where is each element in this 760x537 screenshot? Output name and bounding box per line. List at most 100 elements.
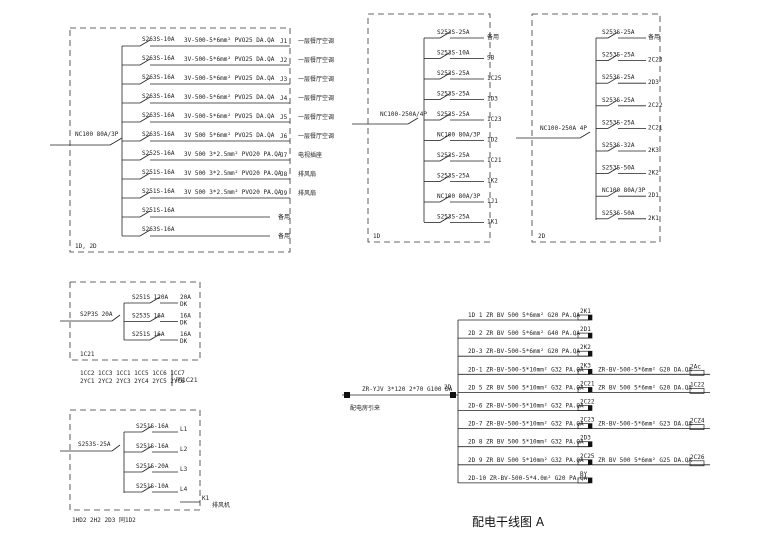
box-id: 2C23: [580, 417, 595, 424]
circuit-id: 2K1: [648, 215, 659, 222]
breaker-label: S253S-50A: [602, 165, 635, 172]
breaker-label: NC100 80A/3P: [437, 193, 481, 200]
branch-cable-spec: ZR BV 500 5*6mm² G25 DA.QA: [598, 457, 692, 464]
breaker-label: S253S-32A: [602, 142, 635, 149]
breaker-label: S263S-10A: [142, 36, 175, 43]
branch-box-id: 2Ac: [690, 363, 701, 370]
source-cable: ZR-YJV 3*120 2*70 G100 DA: [362, 386, 453, 393]
panel-boundary: [69, 27, 291, 253]
breaker-switch: [139, 58, 151, 66]
cable-spec: 2D 8 ZR BV 500 5*10mm² G32 PA.QA: [468, 439, 584, 446]
outlet-tag: DK: [180, 320, 188, 327]
source-tag: 2D: [444, 384, 452, 391]
breaker-switch: [141, 485, 153, 493]
breaker-switch: [439, 216, 451, 223]
circuit-id: 1C25: [487, 75, 502, 82]
circuit-id: L4: [180, 486, 188, 493]
breaker-label: S253S-25A: [437, 91, 470, 98]
box-terminal: [588, 423, 592, 429]
extra-circuit: K1: [202, 495, 210, 502]
breaker-switch: [607, 212, 619, 220]
panel-footer: 1D: [373, 233, 381, 240]
load-name: 一层餐厅空调: [298, 37, 334, 45]
breaker-switch: [439, 52, 451, 59]
breaker-switch: [439, 31, 451, 39]
breaker-switch: [607, 76, 619, 84]
cable-spec: 3V-500-5*6mm² PVO25 DA.QA: [184, 94, 275, 101]
cable-spec: 3V-500-5*6mm² PVO25 DA.QA: [184, 37, 275, 44]
box-id: 2C22: [580, 399, 595, 406]
outgoing-circuits: S253S-25A备用S253S-10ASBS253S-25A1C25S253S…: [424, 29, 502, 226]
incomer-label: S253S-25A: [78, 441, 111, 448]
breaker-label: S251S-16A: [136, 443, 169, 450]
breaker-switch: [607, 99, 619, 107]
breaker-label: S263S-16A: [142, 55, 175, 62]
incomer-label: NC100 80A/3P: [75, 131, 119, 138]
incomer-switch: [111, 444, 121, 452]
breaker-switch: [439, 175, 451, 182]
load-name: 一层餐厅空调: [298, 56, 334, 64]
box-terminal: [588, 459, 592, 465]
note-line-2: 2YC1 2YC2 2YC3 2YC4 2YC5 2YC6: [80, 378, 185, 385]
extra-load: 排风机: [212, 501, 230, 509]
load-name: 电视插座: [298, 151, 322, 159]
panel-footer: 2D: [538, 233, 546, 240]
cable-spec: 2D-6 ZR-BV-500-5*10mm² G32 PA.QA: [468, 403, 584, 410]
breaker-switch: [139, 77, 151, 85]
breaker-switch: [607, 122, 619, 129]
circuit-id: 1D3: [487, 96, 498, 103]
branch-box-outline: [689, 369, 705, 376]
incomer-label: S2P3S 20A: [80, 311, 113, 318]
box-id: 2C21: [580, 380, 595, 387]
branch-box-id: 1C22: [690, 381, 705, 388]
breaker-label: S263S-16A: [142, 93, 175, 100]
breaker-label: S251S-20A: [136, 463, 169, 470]
circuit-row: S253S-25A 1C25: [424, 70, 502, 82]
panel-boundary: [367, 13, 491, 243]
breaker-switch: [607, 189, 619, 197]
cable-spec: 2D-1 ZR-BV-500-5*10mm² G32 PA.QA: [468, 366, 584, 373]
load-name: 一层餐厅空调: [298, 94, 334, 102]
circuit-id: J5: [280, 114, 288, 121]
branch-box-outline: [689, 424, 705, 430]
breaker-label: S253S-50A: [602, 210, 635, 217]
note-tag: 同1C21: [176, 377, 198, 384]
breaker-label: S253S-25A: [437, 70, 470, 77]
circuit-id: J6: [280, 133, 288, 140]
box-id: 2C25: [580, 453, 595, 460]
breaker-switch: [139, 210, 151, 218]
breaker-label: S251S-16A: [136, 423, 169, 430]
panel-footer: 1C21: [80, 351, 95, 358]
breaker-label: S253S-25A: [437, 111, 470, 118]
breaker-switch: [607, 54, 619, 61]
cable-spec: 2D 9 ZR BV 500 5*10mm² G32 PA.QA: [468, 457, 584, 464]
circuit-id: 1D2: [487, 137, 498, 144]
breaker-label: S251S-16A: [142, 207, 175, 214]
box-id: 2K1: [580, 308, 591, 315]
source-terminal: [344, 392, 350, 398]
breaker-label: S253S-25A: [602, 97, 635, 104]
circuit-id: 2C21: [648, 124, 663, 131]
source-label: 配电房引来: [350, 404, 380, 412]
breaker-switch: [607, 167, 619, 174]
branch-cable-spec: ZR-BV-500-5*6mm² G23 DA.QA: [598, 421, 692, 428]
load-name: 一层餐厅空调: [298, 75, 334, 83]
circuit-id: SB: [487, 55, 495, 62]
